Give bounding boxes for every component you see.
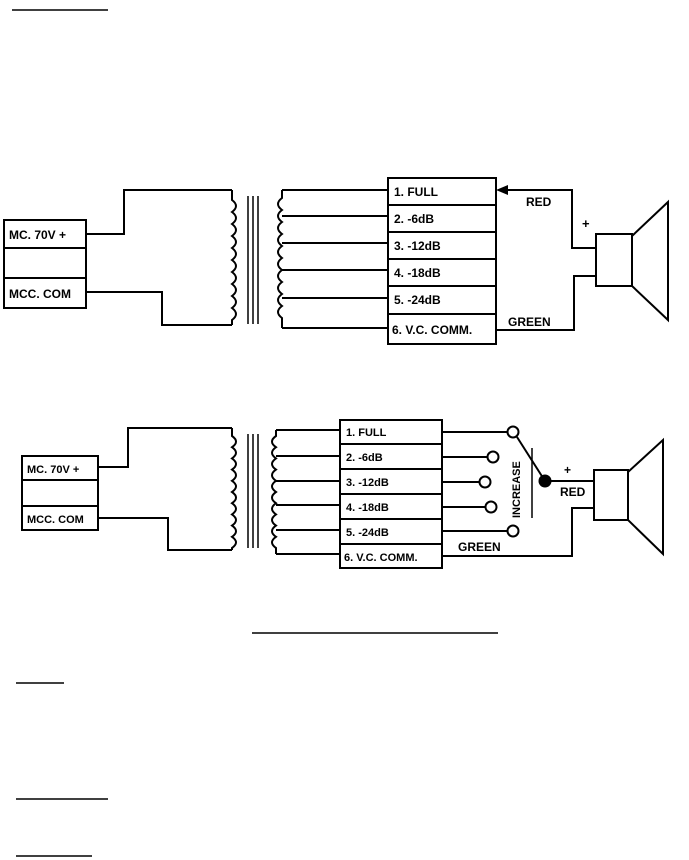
speaker-icon-2 <box>593 437 664 557</box>
contact-4 <box>484 500 498 514</box>
tap2-label-2: 2. -6dB <box>346 452 383 464</box>
green-wire-1 <box>496 275 596 331</box>
diagram-2: MC. 70V + MCC. COM <box>21 419 664 569</box>
red-wire-label-2: RED <box>560 485 586 499</box>
tap2-label-5: 5. -24dB <box>346 527 389 539</box>
tap-leads-1 <box>282 189 388 329</box>
green-wire-label-2: GREEN <box>458 540 501 554</box>
input-plus-label: MC. 70V + <box>9 228 66 242</box>
red-wire-1 <box>500 189 596 249</box>
green-wire-2 <box>442 507 594 557</box>
primary-wire-plus <box>86 189 232 235</box>
arrow-icon <box>496 185 508 195</box>
tap2-label-4: 4. -18dB <box>346 502 389 514</box>
primary-coil <box>230 190 237 325</box>
primary-wire-com-2 <box>98 517 232 551</box>
input-plus-label-2: MC. 70V + <box>27 464 79 476</box>
tap2-label-3: 3. -12dB <box>346 477 389 489</box>
green-wire-label-1: GREEN <box>508 315 551 329</box>
input-terminal-block-1: MC. 70V + MCC. COM <box>3 219 87 309</box>
tap-label-2: 2. -6dB <box>394 212 434 226</box>
red-wire-label-1: RED <box>526 195 552 209</box>
selector-arm <box>516 436 546 482</box>
tap-terminal-box-1: 1. FULL 2. -6dB 3. -12dB 4. -18dB 5. -24… <box>387 177 497 345</box>
contact-5 <box>506 524 520 538</box>
tap-label-5: 5. -24dB <box>394 293 441 307</box>
tap2-label-1: 1. FULL <box>346 427 387 439</box>
secondary-coil-2 <box>271 430 278 554</box>
polarity-plus-label-1: + <box>582 216 590 231</box>
input-com-label: MCC. COM <box>9 287 71 301</box>
primary-coil-2 <box>230 428 237 550</box>
tap-label-3: 3. -12dB <box>394 239 441 253</box>
secondary-coil <box>277 190 284 328</box>
transformer-core-2 <box>247 434 259 548</box>
tap-label-6: 6. V.C. COMM. <box>392 323 472 337</box>
contact-2 <box>486 450 500 464</box>
diagram-1: MC. 70V + MCC. COM <box>3 177 669 345</box>
selector-contacts <box>478 425 520 538</box>
input-com-label-2: MCC. COM <box>27 514 84 526</box>
transformer-core-1 <box>247 196 259 324</box>
contact-1 <box>506 425 520 439</box>
tap2-label-6: 6. V.C. COMM. <box>344 552 418 564</box>
tap-leads-2 <box>276 429 340 555</box>
primary-wire-plus-2 <box>98 427 232 468</box>
tap-terminal-box-2: 1. FULL 2. -6dB 3. -12dB 4. -18dB 5. -24… <box>339 419 443 569</box>
tap-label-4: 4. -18dB <box>394 266 441 280</box>
polarity-plus-label-2: + <box>564 463 571 477</box>
increase-label: INCREASE <box>511 461 523 518</box>
speaker-icon <box>595 199 669 323</box>
primary-wire-com <box>86 291 232 326</box>
tap-label-1: 1. FULL <box>394 185 438 199</box>
input-terminal-block-2: MC. 70V + MCC. COM <box>21 455 99 531</box>
selector-leads <box>442 431 508 532</box>
contact-3 <box>478 475 492 489</box>
